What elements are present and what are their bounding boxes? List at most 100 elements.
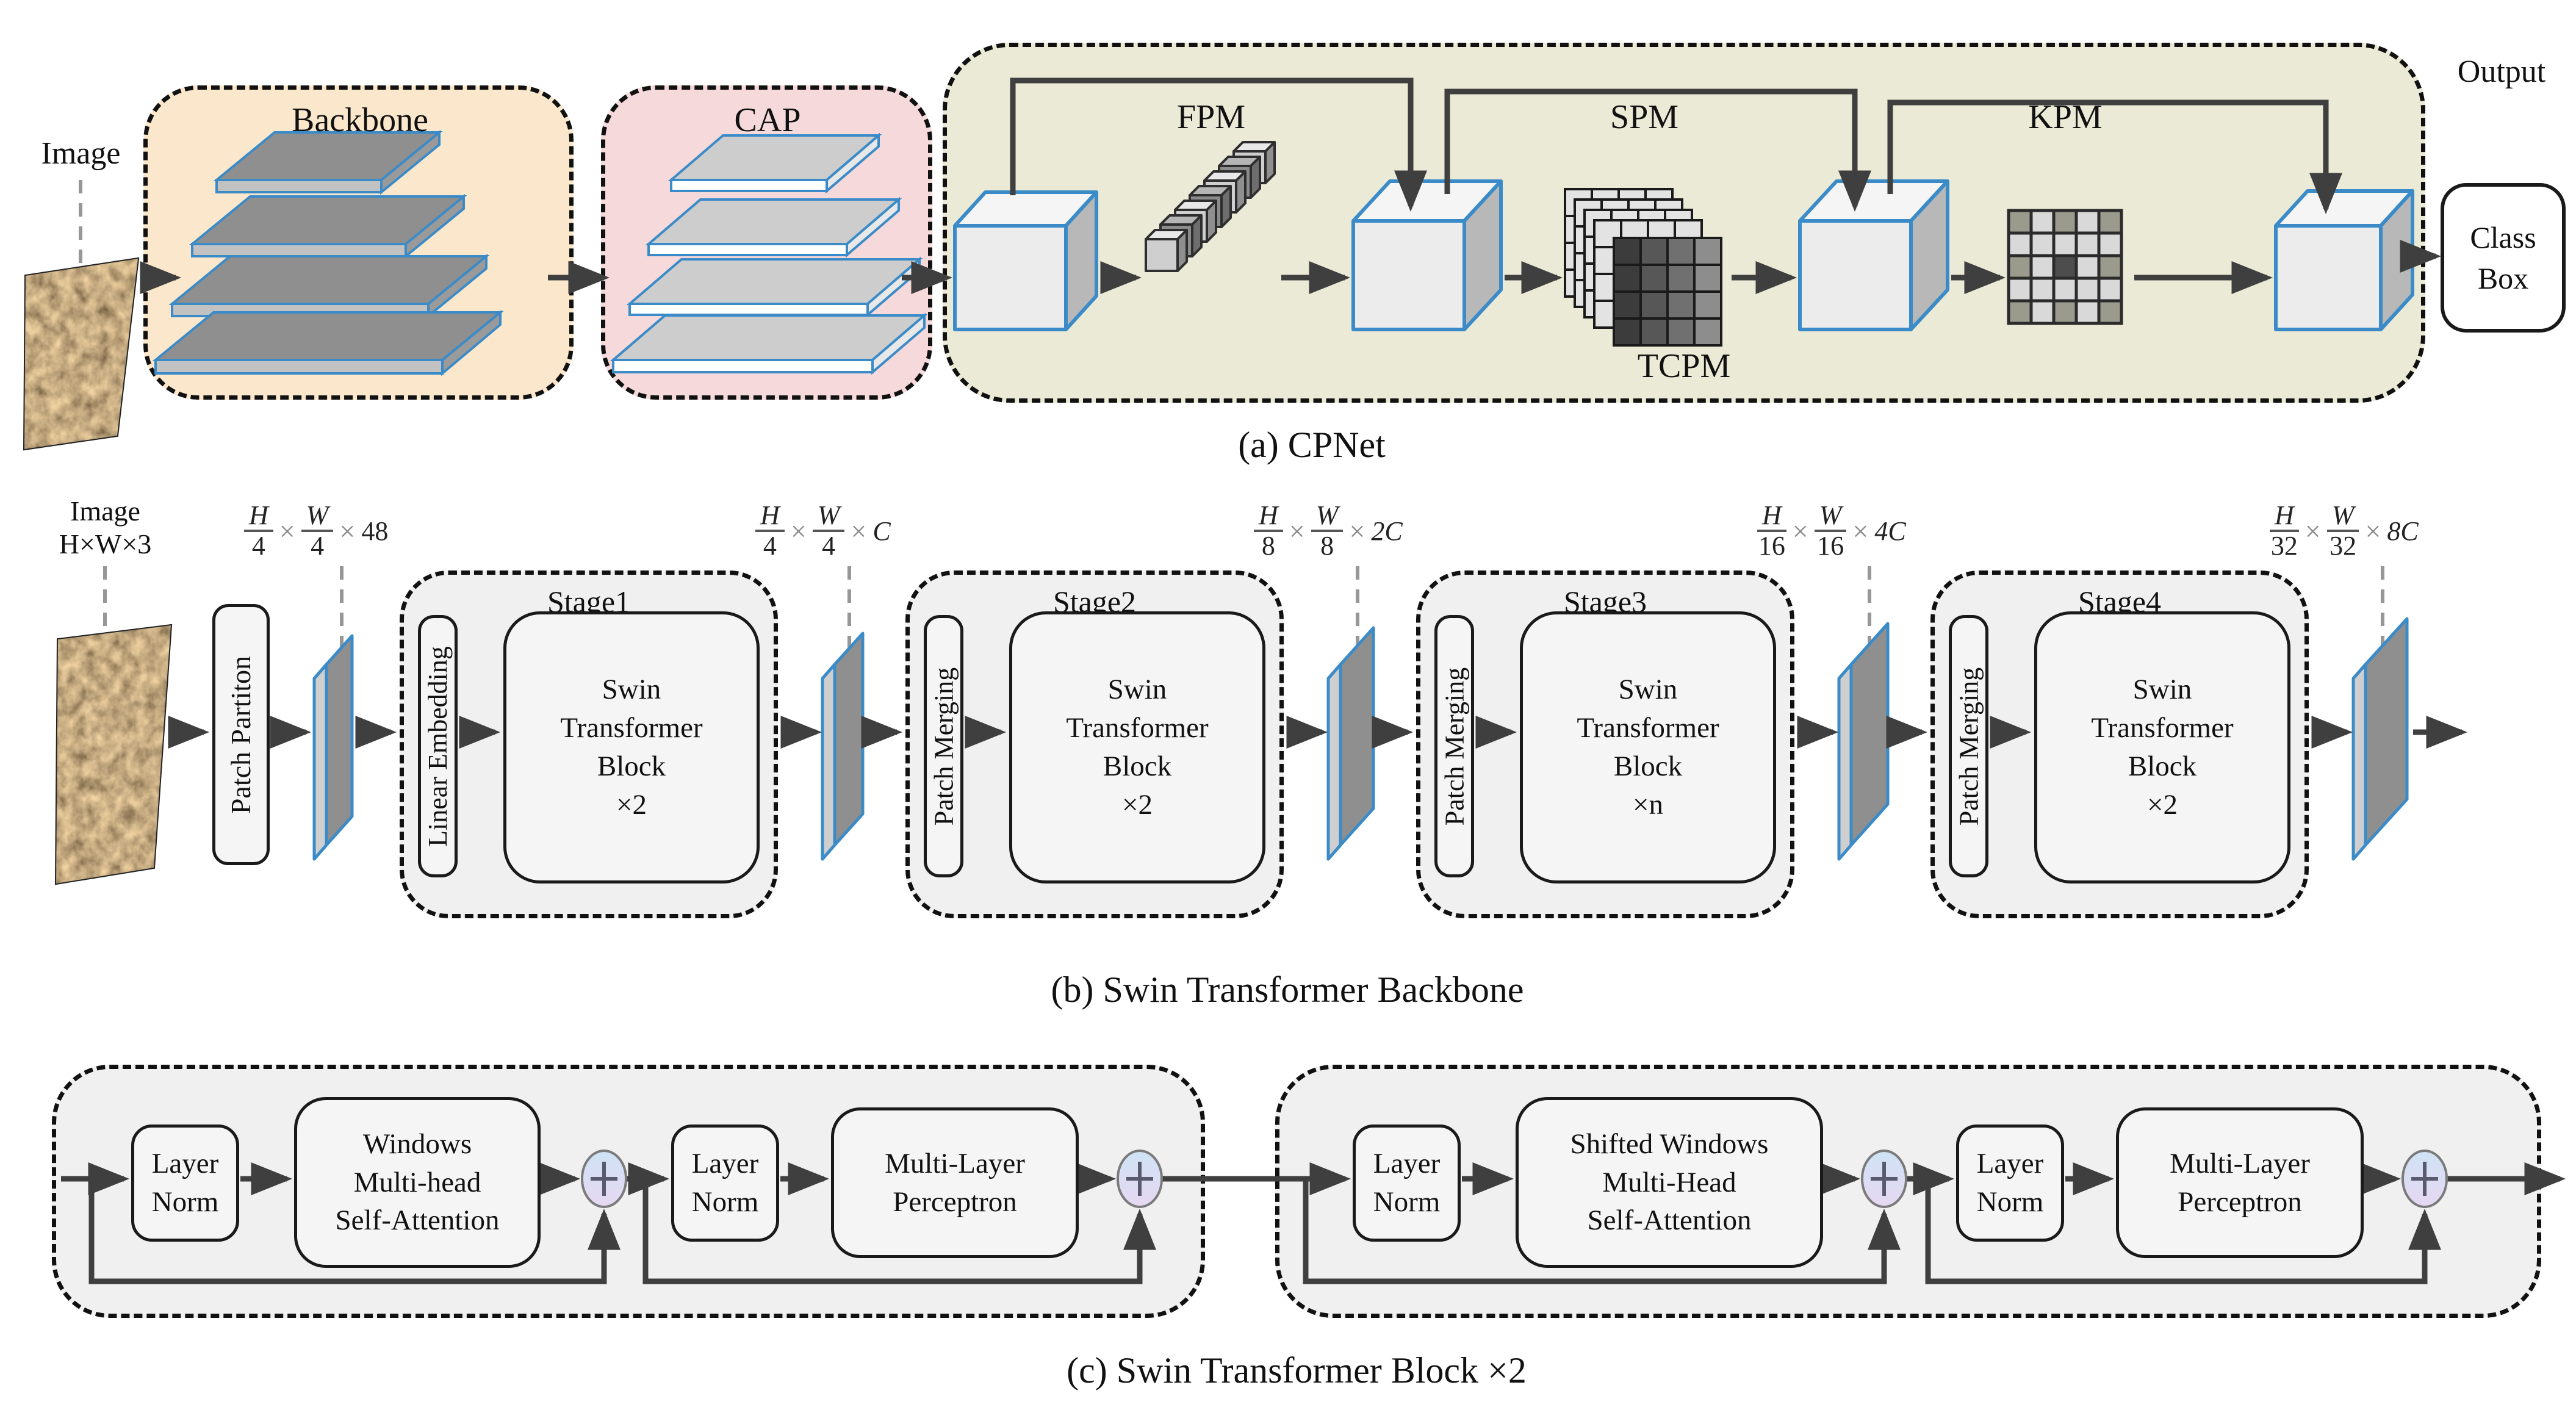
times-icon: ×: [1852, 515, 1869, 547]
feature-cube-4: [2274, 189, 2414, 331]
c2-attn-line3: Self-Attention: [1587, 1204, 1752, 1237]
c2-layer-norm-2: Layer Norm: [1956, 1125, 2064, 1242]
slab-3: [1326, 626, 1375, 861]
times-icon: ×: [1289, 515, 1305, 547]
output-label: Output: [2457, 54, 2546, 89]
skip-line-2: [1444, 88, 1871, 212]
cap-plate-1: [667, 132, 882, 194]
stage4-pre-label: Patch Merging: [1954, 667, 1984, 826]
c2-attn-line1: Shifted Windows: [1570, 1128, 1769, 1160]
dim1-ch: 48: [361, 516, 389, 546]
cap-plates: [610, 132, 928, 375]
dim1-wd: 4: [311, 531, 325, 561]
stage3-block-line4: ×n: [1632, 788, 1663, 821]
dim2-hd: 4: [763, 531, 777, 561]
feature-cube-2: [1351, 179, 1503, 331]
dim5-hd: 32: [2270, 531, 2298, 561]
panel-b-graphics: [54, 566, 2467, 885]
dim1-w: W: [301, 501, 334, 533]
class-box-line-2: Box: [2477, 261, 2529, 295]
plus-circles: [581, 1150, 2448, 1208]
image-label-a: Image: [41, 136, 121, 171]
backbone-plate-3: [168, 253, 490, 319]
c2-attn-line2: Multi-Head: [1602, 1166, 1736, 1198]
dim3-ch: 2C: [1371, 516, 1403, 546]
backbone-plates: [152, 129, 504, 376]
stage3-pre-label: Patch Merging: [1439, 667, 1469, 826]
stage1-pre-pill: Linear Embedding: [418, 615, 458, 877]
dim3-wd: 8: [1320, 531, 1334, 561]
feature-slabs: [312, 617, 2409, 861]
c1-ln2-line2: Norm: [691, 1186, 759, 1218]
plus-circle-4: [2402, 1150, 2448, 1208]
c2-ln1-line2: Norm: [1373, 1186, 1441, 1218]
cap-plate-3: [626, 256, 923, 318]
times-icon: ×: [2365, 515, 2381, 547]
kpm-grid: [2007, 209, 2123, 325]
c2-layer-norm-1: Layer Norm: [1353, 1125, 1461, 1242]
c1-wmsa: Windows Multi-head Self-Attention: [294, 1097, 541, 1268]
c2-ln1-line1: Layer: [1373, 1148, 1441, 1180]
dim3-hd: 8: [1261, 531, 1275, 561]
spm-label: SPM: [1610, 98, 1679, 136]
stage4-pre-pill: Patch Merging: [1949, 615, 1988, 877]
dim3-h: H: [1254, 501, 1283, 533]
dim5-wd: 32: [2330, 531, 2357, 561]
c1-attn-line1: Windows: [362, 1128, 472, 1160]
slab-2: [821, 632, 865, 861]
stage4-block-line1: Swin: [2132, 674, 2192, 706]
stage3-block-line3: Block: [1613, 750, 1683, 782]
image-label-b-line2: H×W×3: [59, 528, 152, 560]
times-icon: ×: [279, 515, 295, 547]
stage2-block-line2: Transformer: [1066, 712, 1209, 744]
plus-circle-3: [1861, 1150, 1907, 1208]
backbone-plate-1: [213, 129, 443, 195]
stage1-block-line3: Block: [597, 750, 666, 782]
stage3-pre-pill: Patch Merging: [1434, 615, 1474, 877]
dim5-ch: 8C: [2387, 516, 2419, 546]
image-label-b-line1: Image: [70, 495, 140, 527]
stage4-block-line4: ×2: [2146, 788, 2178, 821]
dim4-wd: 16: [1817, 531, 1844, 561]
feature-cube-3: [1798, 179, 1949, 331]
dim1-hd: 4: [251, 531, 265, 561]
c1-residual-1: [88, 1179, 621, 1284]
c2-mlp-line2: Perceptron: [2178, 1186, 2302, 1218]
times-icon: ×: [2304, 515, 2321, 547]
spm-sheet-front: [1613, 237, 1722, 347]
kpm-label: KPM: [2028, 98, 2103, 136]
dim4-h: H: [1757, 501, 1786, 533]
dim2-wd: 4: [822, 531, 836, 561]
c2-residual-1: [1303, 1179, 1901, 1284]
panel-a-arrows: [140, 77, 2441, 294]
stage4-block-line2: Transformer: [2091, 712, 2234, 744]
cap-label: CAP: [734, 101, 801, 139]
stage1-swin-block: Swin Transformer Block ×2: [503, 611, 760, 883]
c1-ln2-line1: Layer: [691, 1148, 759, 1180]
stage2-pre-pill: Patch Merging: [924, 615, 963, 877]
stage2-swin-block: Swin Transformer Block ×2: [1009, 611, 1265, 883]
c2-mlp: Multi-Layer Perceptron: [2116, 1107, 2364, 1258]
c2-ln2-line1: Layer: [1976, 1148, 2044, 1180]
tcpm-label: TCPM: [1637, 347, 1731, 385]
c1-layer-norm-2: Layer Norm: [671, 1125, 779, 1242]
dim4-hd: 16: [1758, 531, 1785, 561]
stage1-pre-label: Linear Embedding: [423, 646, 453, 847]
dim5-h: H: [2270, 501, 2299, 533]
c1-residual-2: [642, 1179, 1156, 1284]
caption-c: (c) Swin Transformer Block ×2: [1067, 1350, 1527, 1391]
fpm-cube-1: [1145, 229, 1188, 272]
caption-b: (b) Swin Transformer Backbone: [1051, 970, 1524, 1010]
stage1-block-line1: Swin: [602, 674, 661, 706]
c1-layer-norm-1: Layer Norm: [131, 1125, 239, 1242]
skip-line-1: [1010, 77, 1427, 212]
slab-1: [312, 634, 354, 861]
panel-c-lines: [61, 1162, 2566, 1284]
feature-cube-1: [953, 190, 1098, 331]
c1-mlp: Multi-Layer Perceptron: [831, 1107, 1079, 1258]
